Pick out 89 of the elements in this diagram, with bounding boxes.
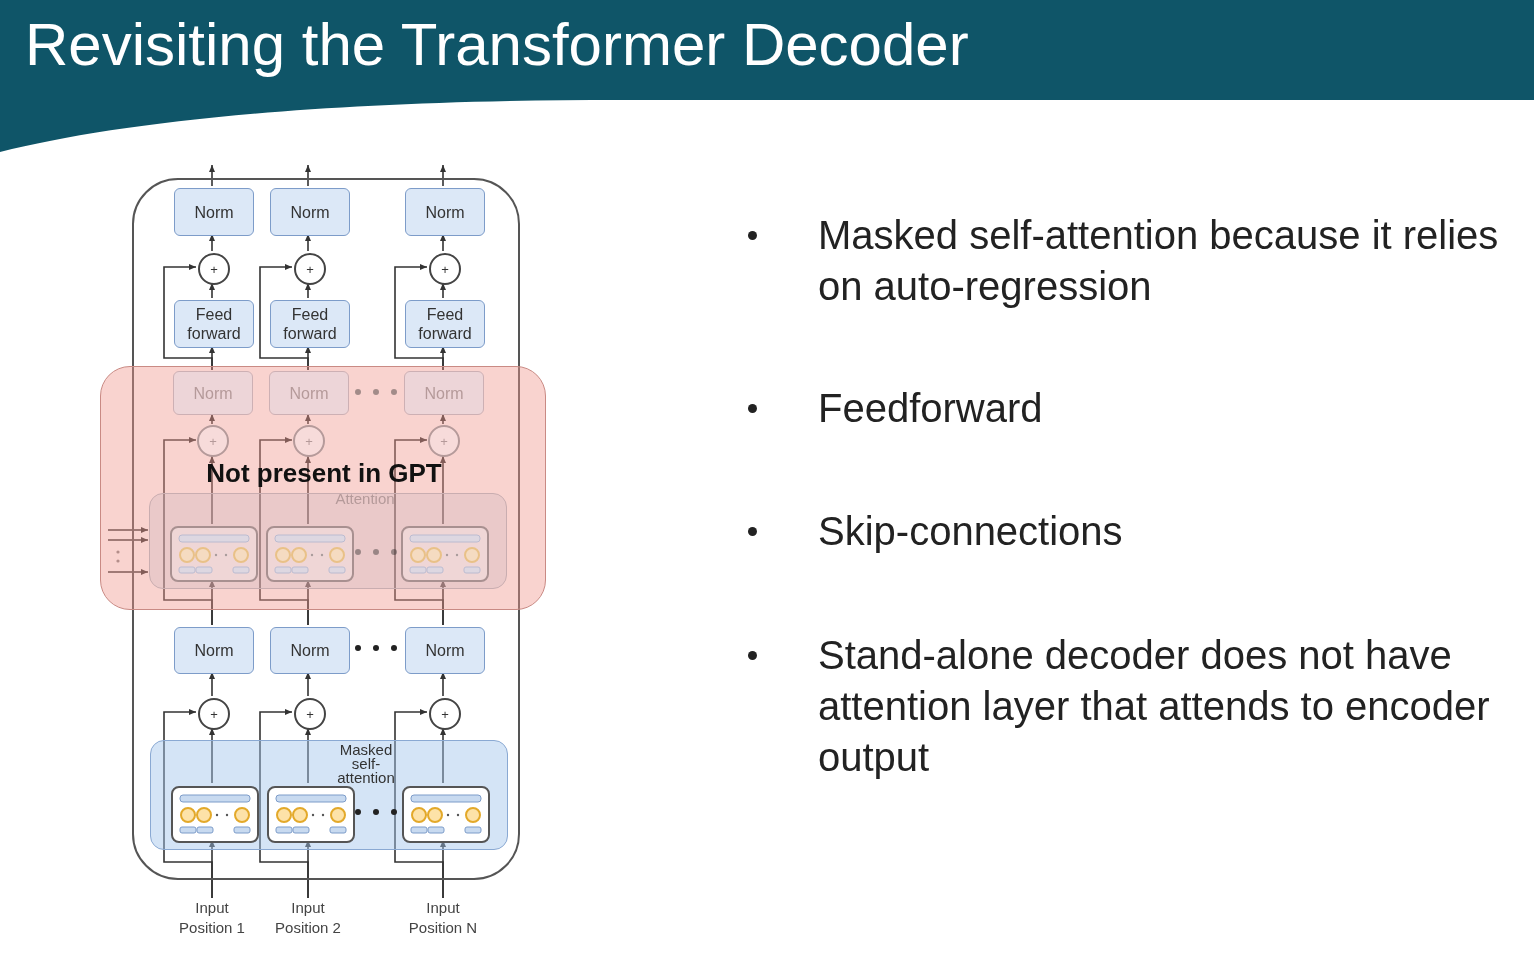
norm-box xyxy=(174,627,254,674)
arrow xyxy=(259,709,309,899)
attention-unit xyxy=(401,526,489,582)
input-label: Input Position 2 xyxy=(268,898,348,962)
plus-sign: + xyxy=(210,706,218,722)
plus-sign: + xyxy=(440,433,448,449)
add-circle xyxy=(429,253,461,285)
arrow xyxy=(107,569,149,575)
bullet-text: Skip-connections xyxy=(818,508,1124,555)
feed-forward-box xyxy=(174,300,254,348)
arrow xyxy=(305,282,311,299)
slide-title: Revisiting the Transformer Decoder xyxy=(25,10,969,80)
bullet-text: Stand-alone decoder does not have attention layer that attends to encoder output xyxy=(818,632,1491,781)
box-label: Norm xyxy=(194,641,234,660)
add-circle xyxy=(294,253,326,285)
attention-unit xyxy=(402,786,490,843)
arrow xyxy=(440,727,446,784)
norm-box xyxy=(270,627,350,674)
attention-unit xyxy=(171,786,259,843)
attention-group xyxy=(149,493,507,589)
plus-sign: + xyxy=(209,433,217,449)
arrow xyxy=(163,437,213,626)
arrow xyxy=(440,282,446,299)
feed-forward-box xyxy=(405,300,485,348)
add-circle xyxy=(429,698,461,730)
arrow xyxy=(440,413,446,425)
arrow xyxy=(163,709,213,899)
group-label: Masked self-attention xyxy=(336,743,396,785)
norm-box xyxy=(269,371,349,415)
arrow xyxy=(394,264,444,371)
arrow xyxy=(163,264,213,371)
norm-box xyxy=(405,188,485,236)
arrow xyxy=(259,437,309,626)
box-label: Norm xyxy=(290,641,330,660)
box-label: Feed forward xyxy=(186,305,242,343)
box-label: Feed forward xyxy=(282,305,338,343)
box-label: Norm xyxy=(290,202,330,222)
box-label: Feed forward xyxy=(417,305,473,343)
box-label: Norm xyxy=(425,641,465,660)
plus-sign: + xyxy=(306,261,314,277)
arrow xyxy=(107,527,149,533)
arrow xyxy=(209,282,215,299)
plus-sign: + xyxy=(441,706,449,722)
arrow xyxy=(440,164,446,187)
arrow xyxy=(440,455,446,525)
plus-sign: + xyxy=(210,261,218,277)
plus-sign: + xyxy=(305,433,313,449)
input-label: Input Position N xyxy=(403,898,483,962)
overlay-label: Not present in GPT xyxy=(205,458,443,488)
attention-unit xyxy=(170,526,258,582)
add-circle xyxy=(198,698,230,730)
feed-forward-box xyxy=(270,300,350,348)
decoder-block xyxy=(132,178,520,880)
arrow xyxy=(305,164,311,187)
arrow xyxy=(305,455,311,525)
box-label: Norm xyxy=(289,383,329,403)
arrow xyxy=(209,164,215,187)
highlight-overlay xyxy=(100,366,546,610)
bullet-text: Feedforward xyxy=(818,385,1044,432)
plus-sign: + xyxy=(306,706,314,722)
bullet-text: Masked self-attention because it relies on auto-regression xyxy=(818,212,1500,310)
norm-box xyxy=(405,627,485,674)
add-circle xyxy=(428,425,460,457)
arrow xyxy=(305,727,311,784)
add-circle xyxy=(293,425,325,457)
attention-group xyxy=(150,740,508,850)
plus-sign: + xyxy=(441,261,449,277)
box-label: Norm xyxy=(194,202,234,222)
box-label: Norm xyxy=(193,383,233,403)
arrow xyxy=(394,437,444,626)
norm-box xyxy=(270,188,350,236)
arrow xyxy=(259,264,309,371)
add-circle xyxy=(198,253,230,285)
arrow xyxy=(209,413,215,425)
box-label: Norm xyxy=(424,383,464,403)
arrow xyxy=(209,727,215,784)
arrow xyxy=(305,413,311,425)
arrow xyxy=(394,709,444,899)
norm-box xyxy=(174,188,254,236)
arrow xyxy=(107,537,149,543)
add-circle xyxy=(294,698,326,730)
input-label: Input Position 1 xyxy=(172,898,252,962)
box-label: Norm xyxy=(425,202,465,222)
norm-box xyxy=(404,371,484,415)
attention-unit xyxy=(267,786,355,843)
attention-unit xyxy=(266,526,354,582)
add-circle xyxy=(197,425,229,457)
norm-box xyxy=(173,371,253,415)
arrow xyxy=(209,455,215,525)
